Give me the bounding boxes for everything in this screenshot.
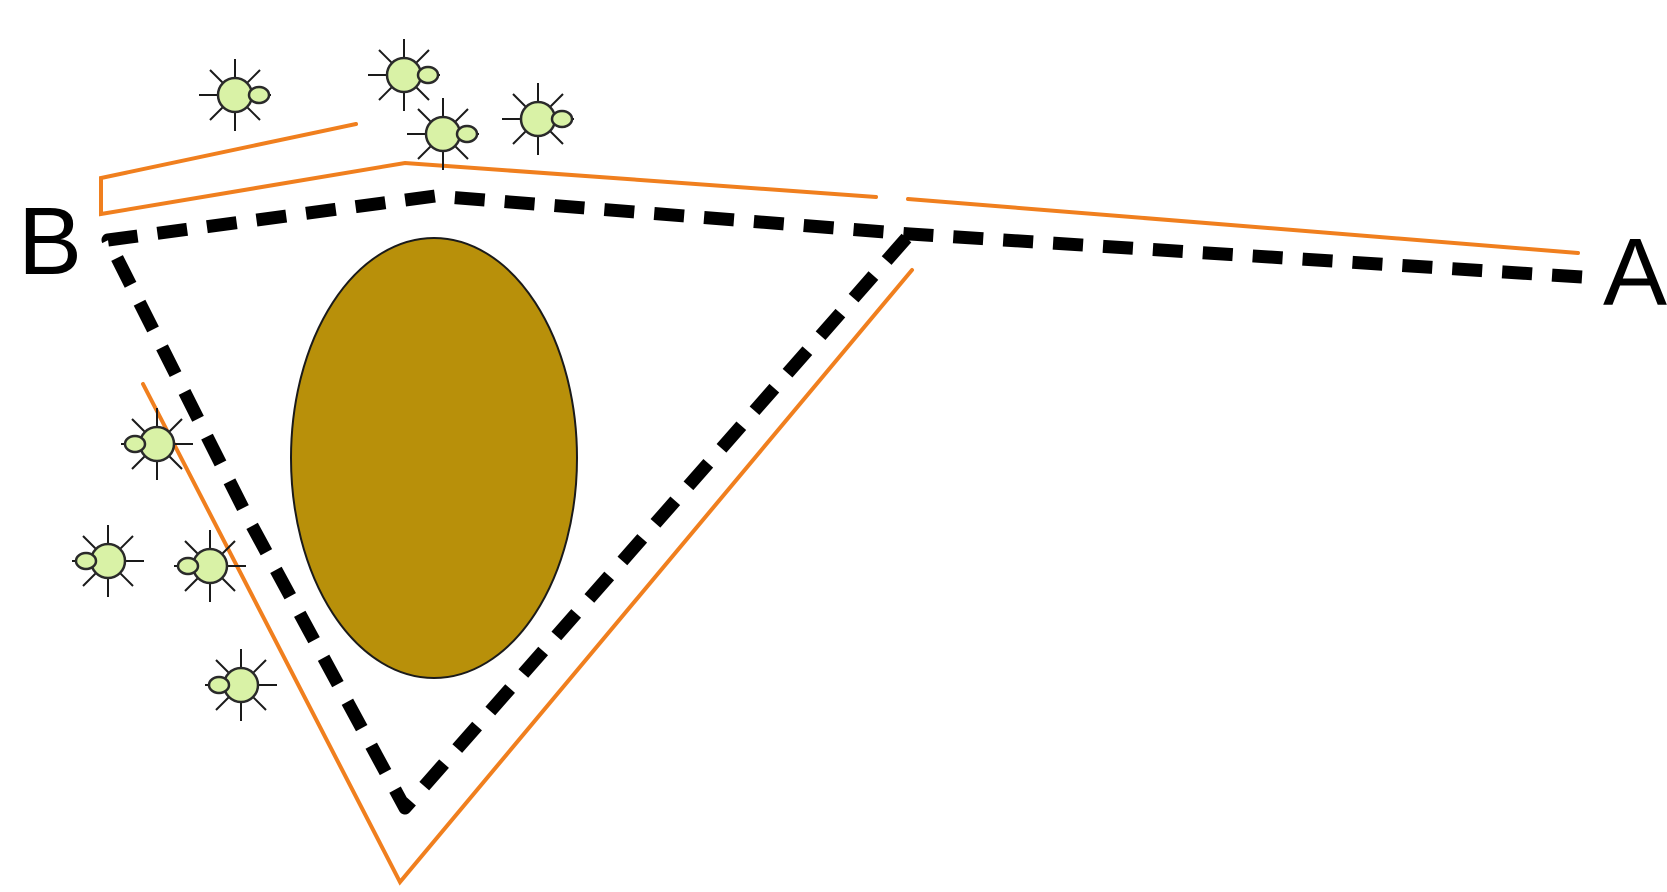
ant-icon <box>199 59 271 131</box>
obstacle <box>291 238 577 678</box>
node-label-b: B <box>18 188 82 295</box>
ant-icon <box>72 525 144 597</box>
ant-icon <box>368 39 440 111</box>
ant-icon <box>174 530 246 602</box>
node-label-a: A <box>1603 219 1667 326</box>
ant-icon <box>502 83 574 155</box>
ant-icon <box>205 649 277 721</box>
actual-path-upper-middle <box>101 124 876 214</box>
ant-icon <box>121 408 193 480</box>
ant-icon <box>407 98 479 170</box>
